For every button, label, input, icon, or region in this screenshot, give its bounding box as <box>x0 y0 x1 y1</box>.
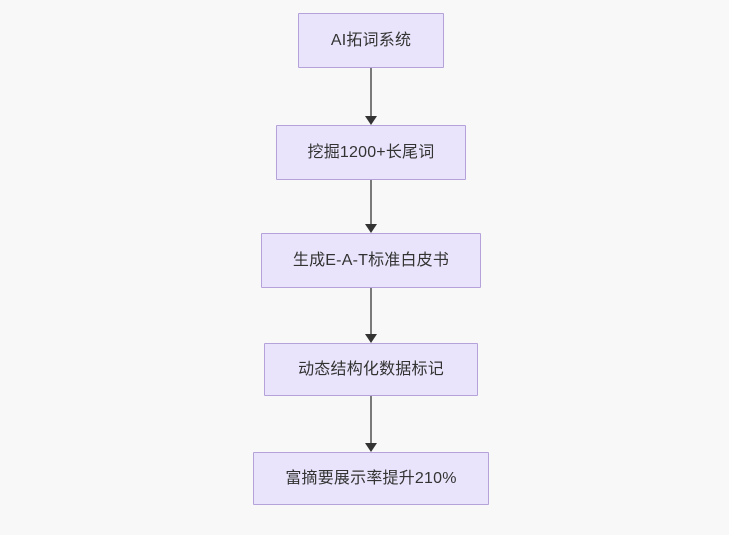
arrowhead-down-icon <box>365 443 377 452</box>
flow-node-generate-eat-whitepaper[interactable]: 生成E-A-T标准白皮书 <box>261 233 481 288</box>
flow-node-mine-longtail-keywords[interactable]: 挖掘1200+长尾词 <box>276 125 466 180</box>
connector-line <box>370 180 372 225</box>
arrowhead-down-icon <box>365 116 377 125</box>
flow-node-ai-keyword-system[interactable]: AI拓词系统 <box>298 13 444 68</box>
flow-connector-2 <box>364 180 378 233</box>
connector-line <box>370 396 372 444</box>
flow-connector-4 <box>364 396 378 452</box>
flow-connector-3 <box>364 288 378 343</box>
flow-node-rich-snippet-impression-lift[interactable]: 富摘要展示率提升210% <box>253 452 489 505</box>
arrowhead-down-icon <box>365 224 377 233</box>
connector-line <box>370 288 372 335</box>
flow-node-label: 动态结构化数据标记 <box>298 360 444 378</box>
connector-line <box>370 68 372 117</box>
flow-node-label: 挖掘1200+长尾词 <box>307 143 435 161</box>
flow-node-label: 富摘要展示率提升210% <box>285 469 457 487</box>
flow-node-dynamic-structured-data-markup[interactable]: 动态结构化数据标记 <box>264 343 478 396</box>
flow-node-label: AI拓词系统 <box>330 31 412 49</box>
flow-connector-1 <box>364 68 378 125</box>
arrowhead-down-icon <box>365 334 377 343</box>
flow-node-label: 生成E-A-T标准白皮书 <box>292 251 450 269</box>
